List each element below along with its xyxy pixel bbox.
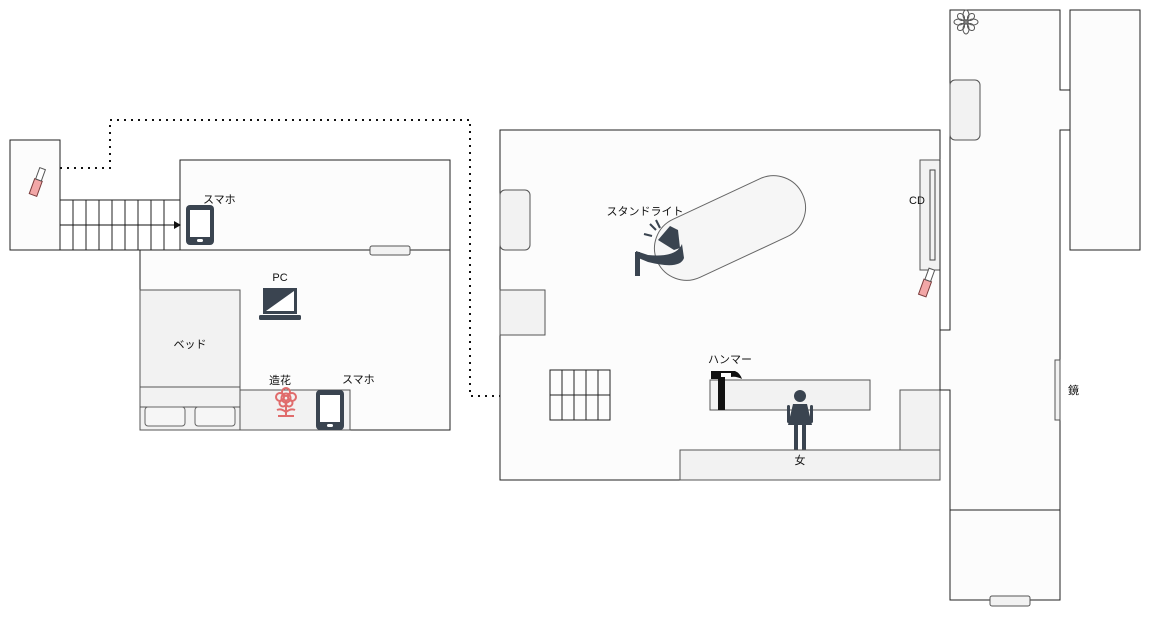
stand-light-label: スタンドライト [607, 205, 684, 218]
door-sill [369, 245, 411, 256]
long-table [709, 379, 871, 411]
counter-side [899, 389, 941, 451]
lipstick-icon [28, 167, 47, 198]
smartphone-icon [316, 390, 344, 430]
laptop-icon [259, 288, 301, 320]
corridor-door-sill [989, 595, 1031, 607]
cd-label: CD [909, 195, 925, 207]
pc-label: PC [272, 272, 287, 284]
woman-label: 女 [795, 453, 806, 467]
phone-top-label: スマホ [203, 193, 236, 206]
stair-arrow-head [174, 221, 181, 229]
hammer-icon [711, 371, 742, 410]
flower-label: 造花 [269, 373, 291, 387]
side-furniture [499, 189, 531, 251]
bed-label: ベッド [174, 339, 207, 351]
lily-icon [953, 9, 979, 35]
upper-room [179, 159, 451, 251]
stand-light-icon [635, 219, 684, 276]
flower-icon [275, 387, 297, 417]
mirror [1054, 359, 1061, 421]
far-right-room [1069, 9, 1141, 251]
main-room [499, 129, 941, 481]
corner-cabinet [499, 289, 546, 336]
mirror-label: 鏡 [1068, 383, 1079, 397]
hammer-label: ハンマー [708, 354, 752, 366]
staircase-middle [549, 369, 611, 421]
lipstick-icon [917, 267, 936, 298]
bed [139, 289, 241, 431]
woman-icon [787, 390, 813, 450]
cd-case [929, 169, 936, 261]
corridor-cabinet [949, 79, 981, 141]
counter [679, 449, 941, 481]
phone-bottom-label: スマホ [342, 373, 375, 386]
smartphone-icon [186, 205, 214, 245]
